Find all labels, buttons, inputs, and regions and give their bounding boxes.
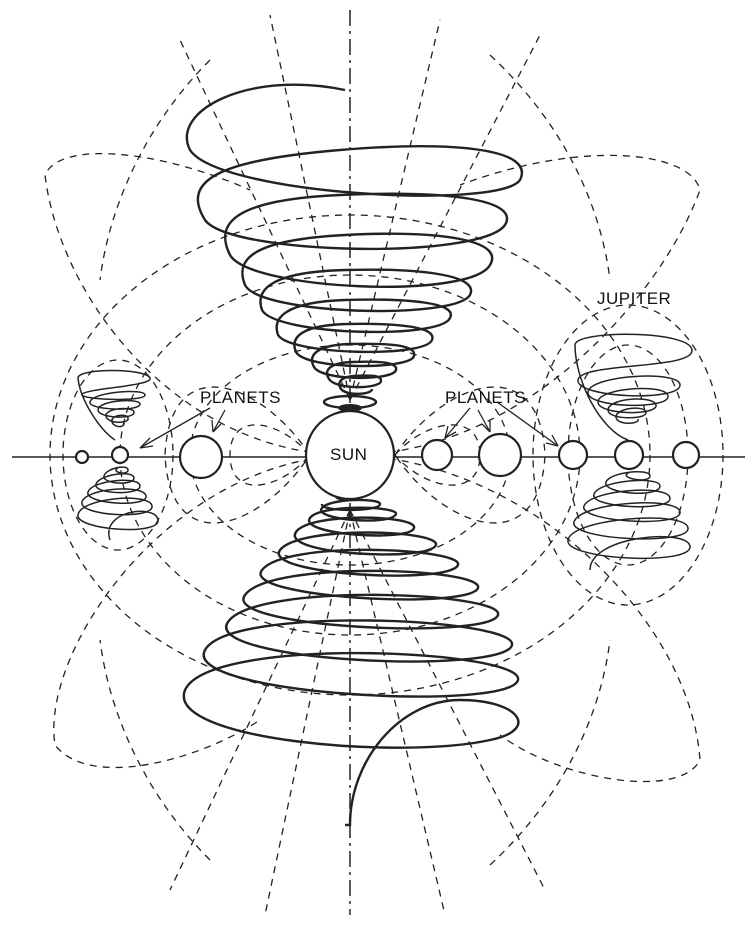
arc-top-right <box>489 54 611 281</box>
planet-bodies <box>74 409 701 501</box>
lobe-right-1 <box>394 386 546 524</box>
planet-right-3 <box>557 439 589 471</box>
planet-right-2 <box>477 432 523 478</box>
lobe-left-2 <box>229 424 311 486</box>
jupiter-field-2 <box>532 304 724 606</box>
arrow-planets-left-2 <box>212 409 226 433</box>
radial-bot-3 <box>349 509 446 916</box>
radial-top-1 <box>179 39 351 401</box>
label-jupiter: JUPITER <box>597 289 671 308</box>
jupiter-vortex <box>567 333 693 571</box>
lobe-left-1 <box>164 386 311 524</box>
arrow-planets-left-1 <box>139 407 211 449</box>
label-planets-left: PLANETS <box>200 388 281 407</box>
field-line-outer-left <box>44 152 351 456</box>
left-vortex-field <box>62 359 174 551</box>
left-vortex <box>77 369 159 541</box>
arrow-planets-right-1 <box>444 407 471 439</box>
radial-bot-1 <box>169 509 351 891</box>
arrow-planets-right-3 <box>496 401 559 447</box>
planet-left <box>178 434 224 480</box>
arc-bot-left <box>99 639 211 861</box>
sun-bottom-spiral <box>182 493 520 827</box>
label-sun: SUN <box>330 445 367 464</box>
arc-bot-right <box>489 639 611 866</box>
field-line-outer-right-bottom <box>349 454 701 783</box>
radial-top-4 <box>349 34 541 401</box>
planet-right-1 <box>420 438 454 472</box>
left-vortex-center <box>110 445 130 465</box>
radial-top-3 <box>349 19 441 401</box>
radial-top-2 <box>269 14 351 401</box>
radial-bot-2 <box>264 509 351 916</box>
jupiter-body <box>613 439 645 471</box>
planet-far-right <box>671 440 701 470</box>
lobe-right-2 <box>394 424 481 486</box>
planet-far-left <box>74 449 90 465</box>
annotation-arrows <box>139 401 559 449</box>
arrow-planets-right-2 <box>477 409 491 433</box>
field-line-outer-left-bottom <box>53 454 351 769</box>
arc-top-left <box>99 59 211 281</box>
sun-top-spiral <box>185 83 523 412</box>
label-planets-right: PLANETS <box>445 388 526 407</box>
sun-body <box>304 409 396 501</box>
field-line-outer-right <box>349 154 701 456</box>
